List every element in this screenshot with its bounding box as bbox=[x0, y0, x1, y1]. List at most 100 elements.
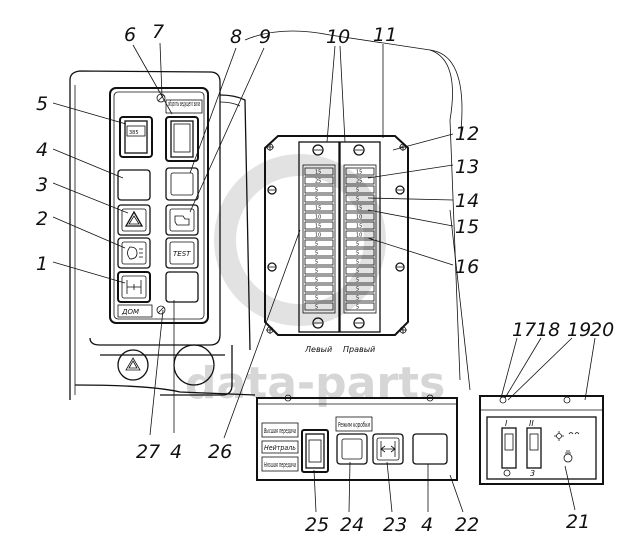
dashboard-contour bbox=[69, 30, 471, 400]
callout-23: 23 bbox=[383, 514, 407, 536]
label-gear-high: Высшая передача bbox=[264, 427, 296, 435]
button-test[interactable]: TEST bbox=[165, 237, 199, 269]
fuse-rating: 5 bbox=[356, 269, 359, 275]
callout-4-lower: 4 bbox=[170, 441, 182, 463]
callout-5: 5 bbox=[36, 93, 48, 115]
plate-gear-neutral bbox=[261, 440, 299, 454]
button-4-lower[interactable] bbox=[165, 271, 199, 303]
fuse-rating: 15 bbox=[315, 224, 321, 230]
callout-19: 19 bbox=[567, 319, 591, 341]
label-gear-mode: Режим коробки bbox=[338, 421, 370, 429]
fuse-rating: 10 bbox=[315, 233, 321, 239]
button-4-transmission[interactable] bbox=[412, 433, 448, 465]
fuse-right-14[interactable]: 5 bbox=[345, 284, 375, 293]
fuse-left-5[interactable]: 15 bbox=[304, 203, 334, 212]
fuse-left-12[interactable]: 5 bbox=[304, 266, 334, 275]
button-8[interactable] bbox=[165, 167, 199, 201]
plate-label-top: обороты ведущего вала bbox=[168, 100, 200, 108]
button-9-engine[interactable] bbox=[165, 204, 199, 236]
button-4-upper[interactable] bbox=[117, 169, 151, 201]
fuse-rating: 5 bbox=[356, 287, 359, 293]
switch-21-dual[interactable] bbox=[501, 427, 542, 469]
fuse-left-6[interactable]: 10 bbox=[304, 212, 334, 221]
fuse-left-8[interactable]: 10 bbox=[304, 230, 334, 239]
fuse-right-5[interactable]: 15 bbox=[345, 203, 375, 212]
fuse-left-7[interactable]: 15 bbox=[304, 221, 334, 230]
fuse-left-9[interactable]: 5 bbox=[304, 239, 334, 248]
fuse-right-7[interactable]: 15 bbox=[345, 221, 375, 230]
button-23-diff-lock[interactable] bbox=[372, 433, 404, 465]
label-switch-3: 3 bbox=[530, 469, 535, 478]
fuse-rating: 15 bbox=[356, 170, 362, 176]
callout-27: 27 bbox=[136, 441, 160, 463]
callout-22: 22 bbox=[455, 514, 479, 536]
callout-15: 15 bbox=[455, 216, 479, 238]
fuse-right-2[interactable]: 25 bbox=[345, 176, 375, 185]
label-gear-low: Низшая передача bbox=[264, 461, 296, 469]
callout-4-upper: 4 bbox=[36, 139, 48, 161]
fuse-rating: 5 bbox=[356, 251, 359, 257]
fuse-rating: 5 bbox=[315, 278, 318, 284]
fuse-right-12[interactable]: 5 bbox=[345, 266, 375, 275]
plate-gear-high bbox=[261, 422, 299, 438]
callout-7: 7 bbox=[152, 21, 164, 43]
callout-6: 6 bbox=[124, 24, 136, 46]
fuse-right-6[interactable]: 10 bbox=[345, 212, 375, 221]
fuse-rating: 10 bbox=[356, 215, 362, 221]
fuse-left-15[interactable]: 5 bbox=[304, 293, 334, 302]
watermark-text: data-parts bbox=[185, 358, 445, 409]
fuse-left-10[interactable]: 5 bbox=[304, 248, 334, 257]
button-24[interactable] bbox=[336, 433, 368, 465]
fuse-rating: 10 bbox=[315, 215, 321, 221]
transmission-panel: Высшая передача Нейтраль Низшая передача… bbox=[256, 394, 458, 481]
fuse-left-13[interactable]: 5 bbox=[304, 275, 334, 284]
fuse-left-3[interactable]: 5 bbox=[304, 185, 334, 194]
callout-12: 12 bbox=[455, 123, 479, 145]
fuse-left-4[interactable]: 5 bbox=[304, 194, 334, 203]
fuse-rating: 25 bbox=[356, 179, 362, 185]
fuse-rating: 5 bbox=[356, 197, 359, 203]
callout-18: 18 bbox=[536, 319, 560, 341]
button-1-axle[interactable] bbox=[117, 271, 151, 303]
callout-24: 24 bbox=[340, 514, 364, 536]
fuse-rating: 5 bbox=[315, 305, 318, 311]
button-5-rocker[interactable]: 385 bbox=[119, 116, 153, 158]
fuse-left-16[interactable]: 5 bbox=[304, 302, 334, 311]
fuse-right-16[interactable]: 5 bbox=[345, 302, 375, 311]
fuse-rating: 5 bbox=[356, 242, 359, 248]
button-6-rocker[interactable] bbox=[165, 116, 199, 162]
callout-11: 11 bbox=[373, 24, 397, 46]
plate-gear-low bbox=[261, 456, 299, 472]
button-3-hazard[interactable] bbox=[117, 204, 151, 236]
callout-14: 14 bbox=[455, 190, 479, 212]
fuse-right-9[interactable]: 5 bbox=[345, 239, 375, 248]
fuse-left-2[interactable]: 25 bbox=[304, 176, 334, 185]
fuse-rating: 15 bbox=[315, 206, 321, 212]
callout-numbers: 1 2 3 4 5 6 7 8 9 10 11 12 13 14 15 16 1… bbox=[36, 21, 614, 536]
fuse-rating: 5 bbox=[315, 269, 318, 275]
fuse-right-15[interactable]: 5 bbox=[345, 293, 375, 302]
fuse-right-8[interactable]: 10 bbox=[345, 230, 375, 239]
fuse-right-1[interactable]: 15 bbox=[345, 167, 375, 176]
fuse-rating: 15 bbox=[315, 170, 321, 176]
fuse-right-3[interactable]: 5 bbox=[345, 185, 375, 194]
fuse-left-14[interactable]: 5 bbox=[304, 284, 334, 293]
switch-25-gear-selector[interactable] bbox=[301, 429, 329, 473]
callout-9: 9 bbox=[259, 26, 271, 48]
fuse-right-11[interactable]: 5 bbox=[345, 257, 375, 266]
callout-13: 13 bbox=[455, 156, 479, 178]
button-2-light[interactable] bbox=[117, 237, 151, 269]
fuse-left-11[interactable]: 5 bbox=[304, 257, 334, 266]
plate-label-bottom: ДОМ bbox=[121, 308, 139, 316]
label-left-block: Левый bbox=[304, 345, 332, 354]
leader-lines bbox=[52, 42, 596, 513]
test-label: TEST bbox=[173, 250, 191, 258]
fuse-rating: 10 bbox=[356, 233, 362, 239]
fuse-left-1[interactable]: 15 bbox=[304, 167, 334, 176]
fuse-right-10[interactable]: 5 bbox=[345, 248, 375, 257]
fuse-right-13[interactable]: 5 bbox=[345, 275, 375, 284]
label-switch-I: I bbox=[505, 419, 508, 428]
label-gear-neutral: Нейтраль bbox=[264, 444, 296, 452]
